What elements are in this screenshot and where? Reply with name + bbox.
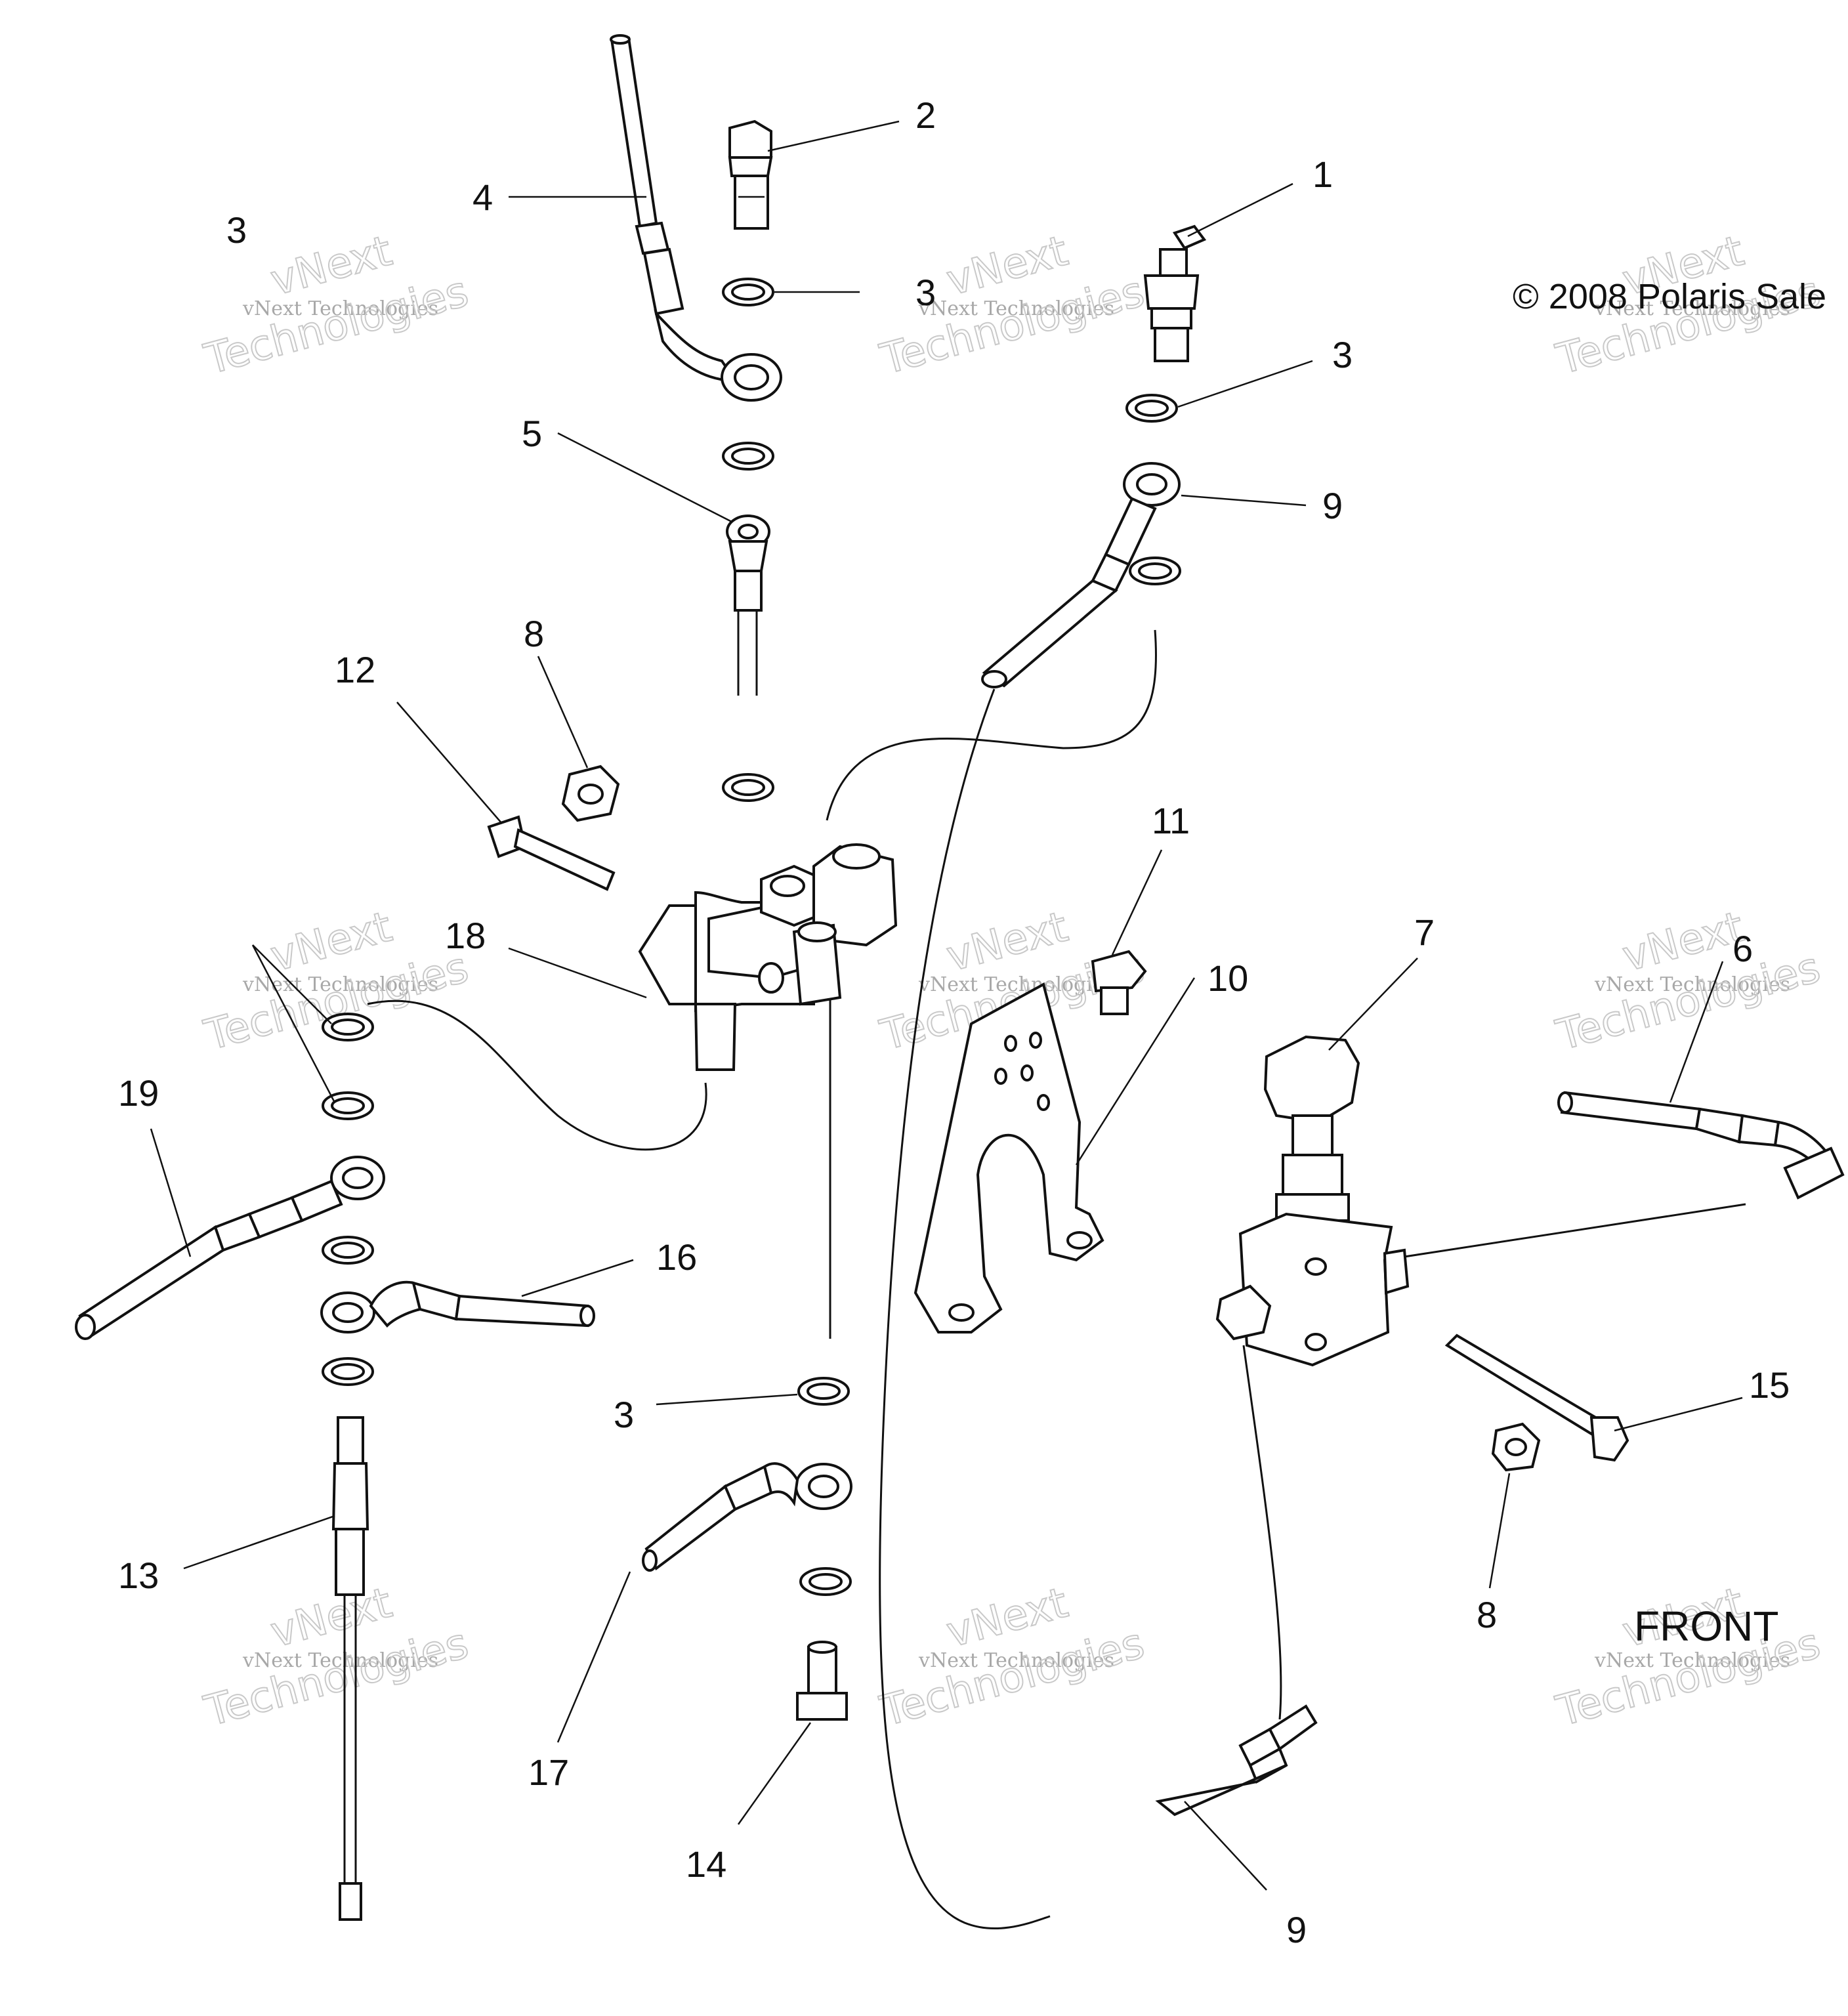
- watermark-line2: vNext Technologies: [242, 973, 438, 996]
- watermark-bottom-left: vNext vNext Technologies Technologies: [199, 1578, 474, 1737]
- brake-line-curve-left: [367, 999, 707, 1151]
- callout-5: 5: [522, 413, 542, 454]
- watermark-line2: vNext Technologies: [1594, 973, 1790, 996]
- part-7-adjustable-proportioning-valve: [1215, 1035, 1410, 1367]
- leader-3b: [1177, 360, 1313, 408]
- brake-line-4-upper: [737, 610, 758, 696]
- callout-12: 12: [335, 649, 375, 690]
- part-5-hose-fitting: [726, 514, 770, 612]
- callout-11: 11: [1152, 800, 1190, 841]
- callout-3-top-right: 3: [1332, 334, 1353, 375]
- leader-7: [1328, 957, 1418, 1051]
- washer-left-d: [322, 1357, 374, 1386]
- part-18-valve-block: [638, 843, 898, 1071]
- watermark-line2: vNext Technologies: [918, 973, 1114, 996]
- leader-14: [737, 1722, 812, 1825]
- watermark-line2: vNext Technologies: [242, 1649, 438, 1672]
- part-9-brake-hose-upper: [981, 462, 1181, 688]
- watermark-line2: vNext Technologies: [918, 1649, 1114, 1672]
- callout-17: 17: [528, 1752, 569, 1793]
- leader-3c-a: [252, 944, 332, 1024]
- callout-3-left: 3: [226, 209, 247, 251]
- part-2-banjo-bolt: [728, 119, 773, 230]
- watermark-line2: vNext Technologies: [242, 297, 438, 320]
- leader-2: [767, 120, 900, 152]
- part-19-brake-hose: [75, 1156, 385, 1340]
- part-17-brake-hose: [642, 1462, 852, 1572]
- part-12-bolt: [487, 815, 616, 891]
- callout-13: 13: [118, 1555, 159, 1596]
- leader-19: [150, 1128, 192, 1257]
- washer-3-top-left: [722, 278, 774, 306]
- part-13-brake-line: [331, 1416, 369, 1921]
- part-14-banjo-bolt: [796, 1641, 848, 1721]
- part-9-brake-hose-lower: [1155, 1704, 1318, 1816]
- brake-line-to-7: [1404, 1203, 1746, 1258]
- callout-8-lower: 8: [1477, 1594, 1497, 1635]
- part-10-mounting-bracket: [914, 982, 1104, 1334]
- callout-15: 15: [1749, 1364, 1790, 1406]
- leader-8b: [1488, 1473, 1511, 1589]
- leader-6: [1669, 961, 1724, 1103]
- washer-3-top-right: [1125, 394, 1178, 423]
- washer-3-bottom-center: [797, 1377, 850, 1406]
- leader-9b: [1184, 1801, 1267, 1891]
- leader-12: [396, 702, 503, 824]
- callout-9-lower: 9: [1286, 1909, 1307, 1950]
- washer-above-18: [722, 773, 774, 802]
- part-8-nut-lower: [1491, 1422, 1541, 1472]
- callout-18: 18: [445, 915, 486, 956]
- callout-3-top-left: 3: [915, 272, 936, 313]
- watermark-line2: vNext Technologies: [1594, 1649, 1790, 1672]
- callout-19: 19: [118, 1072, 159, 1114]
- part-4-brake-hose: [610, 34, 782, 402]
- brake-line-long-center: [879, 688, 1051, 1930]
- callout-16: 16: [656, 1236, 697, 1278]
- part-8-nut-upper: [561, 765, 620, 822]
- callout-4: 4: [472, 177, 493, 218]
- leader-18: [508, 947, 647, 999]
- leader-16: [521, 1259, 634, 1297]
- washer-left-c: [322, 1236, 374, 1265]
- part-1-pressure-switch: [1143, 224, 1207, 362]
- watermark-bottom-center: vNext vNext Technologies Technologies: [875, 1578, 1150, 1737]
- front-direction-label: FRONT: [1634, 1603, 1778, 1650]
- washer-below-9: [1129, 556, 1181, 585]
- leader-11: [1111, 849, 1163, 956]
- washer-3-left-a: [322, 1013, 374, 1041]
- leader-5: [557, 432, 732, 523]
- part-16-brake-hose: [320, 1280, 595, 1334]
- part-11-flange-bolt: [1091, 950, 1147, 1015]
- callout-2: 2: [915, 94, 936, 136]
- watermark-line2: vNext Technologies: [1594, 297, 1790, 320]
- leader-3d: [656, 1393, 798, 1406]
- callout-1: 1: [1312, 154, 1333, 195]
- callout-14: 14: [686, 1843, 726, 1885]
- callout-7: 7: [1414, 912, 1435, 953]
- washer-below-4: [722, 442, 774, 471]
- callout-6: 6: [1732, 928, 1753, 969]
- callout-3-bottom: 3: [614, 1394, 634, 1435]
- watermark-line2: vNext Technologies: [918, 297, 1114, 320]
- leader-3c-b: [251, 944, 336, 1103]
- washer-3-left-b: [322, 1091, 374, 1120]
- leader-13: [183, 1515, 335, 1570]
- part-6-brake-hose: [1557, 1091, 1845, 1200]
- leader-17: [556, 1571, 631, 1743]
- leader-8a: [537, 656, 589, 768]
- watermark-mid-right: vNext vNext Technologies Technologies: [1551, 902, 1826, 1061]
- callout-9-upper: 9: [1322, 485, 1343, 526]
- callout-8-upper: 8: [524, 613, 544, 654]
- copyright-notice: © 2008 Polaris Sale: [1513, 277, 1826, 316]
- leader-15: [1614, 1396, 1743, 1432]
- part-15-bolt: [1444, 1334, 1629, 1462]
- leader-1: [1187, 182, 1293, 238]
- leader-9a: [1181, 494, 1307, 507]
- brake-line-curve-upper: [826, 629, 1157, 821]
- brake-line-7-to-9: [1242, 1345, 1282, 1720]
- washer-bottom-center-b: [799, 1567, 852, 1596]
- leader-10: [1075, 977, 1196, 1166]
- callout-10: 10: [1208, 957, 1248, 999]
